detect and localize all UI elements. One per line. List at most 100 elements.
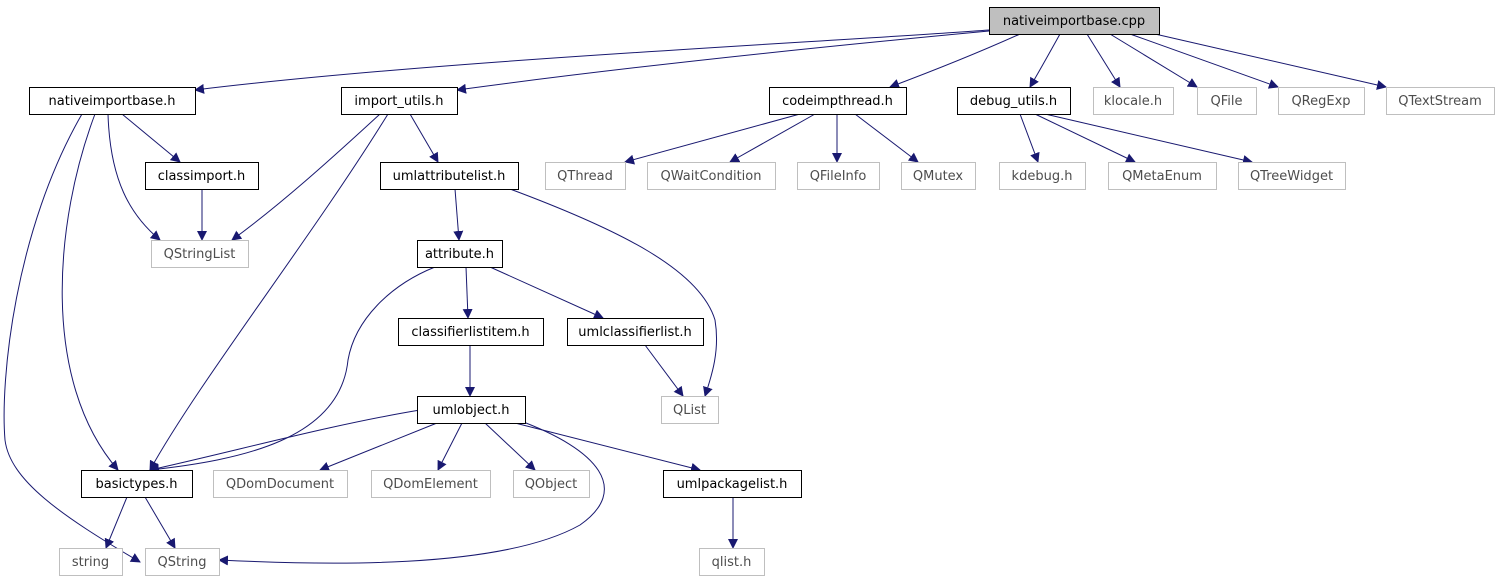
node-ual[interactable]: umlattributelist.h (380, 162, 519, 190)
node-label: basictypes.h (96, 477, 178, 492)
node-label: import_utils.h (354, 94, 443, 109)
node-qdd[interactable]: QDomDocument (213, 470, 348, 498)
node-box (545, 162, 626, 190)
node-label: umlobject.h (433, 403, 510, 418)
node-box (380, 162, 519, 190)
edge-iu-to-ual (409, 113, 439, 163)
node-qsl[interactable]: QStringList (151, 240, 249, 268)
node-qobj[interactable]: QObject (513, 470, 590, 498)
node-qfile[interactable]: QFile (1197, 87, 1257, 115)
node-box (151, 240, 249, 268)
edge-bt-to-qstring (144, 496, 176, 549)
node-iu[interactable]: import_utils.h (341, 87, 458, 115)
node-label: QDomElement (383, 477, 478, 492)
node-cit[interactable]: codeimpthread.h (769, 87, 907, 115)
node-kdebug[interactable]: kdebug.h (999, 162, 1086, 190)
node-bt[interactable]: basictypes.h (81, 470, 193, 498)
edge-uo-to-bt (149, 409, 421, 473)
edge-ucl-to-qlist (644, 344, 684, 397)
node-qre[interactable]: QRegExp (1278, 87, 1365, 115)
edge-root-to-iu (456, 30, 990, 94)
edge-nib-to-ci (121, 113, 181, 163)
node-box (769, 87, 907, 115)
node-label: classifierlistitem.h (411, 325, 529, 340)
node-box (661, 396, 719, 424)
node-qtw[interactable]: QTreeWidget (1238, 162, 1346, 190)
node-string[interactable]: string (59, 548, 123, 576)
node-label: QTextStream (1398, 94, 1482, 109)
node-qts[interactable]: QTextStream (1386, 87, 1495, 115)
node-qthread[interactable]: QThread (545, 162, 626, 190)
node-label: QString (157, 555, 206, 570)
node-box (59, 548, 123, 576)
node-label: umlattributelist.h (393, 169, 506, 184)
node-box (1278, 87, 1365, 115)
node-qlist[interactable]: QList (661, 396, 719, 424)
edge-nib-to-qsl (107, 113, 161, 241)
edge-ual-to-qlist (509, 188, 718, 397)
node-label: QMetaEnum (1122, 169, 1202, 184)
node-root[interactable]: nativeimportbase.cpp (989, 7, 1160, 35)
node-label: string (72, 555, 109, 570)
node-ucl[interactable]: umlclassifierlist.h (567, 318, 704, 346)
node-label: QRegExp (1291, 94, 1350, 109)
node-box (398, 318, 544, 346)
edge-iu-to-bt (149, 113, 389, 471)
node-label: kdebug.h (1012, 169, 1073, 184)
node-label: codeimpthread.h (782, 94, 893, 109)
edge-layer (3, 29, 1387, 566)
node-box (513, 470, 590, 498)
node-label: classimport.h (158, 169, 246, 184)
node-box (29, 87, 196, 115)
edge-root-to-kl (1086, 33, 1121, 88)
edge-cit-to-qthread (624, 113, 801, 165)
node-layer: nativeimportbase.cpp nativeimportbase.h im… (29, 7, 1495, 576)
node-label: QList (673, 403, 706, 418)
node-label: QFile (1211, 94, 1243, 109)
node-qlisth[interactable]: qlist.h (699, 548, 765, 576)
node-box (663, 470, 802, 498)
node-qstring[interactable]: QString (145, 548, 220, 576)
node-box (989, 7, 1160, 35)
node-qfi[interactable]: QFileInfo (797, 162, 880, 190)
node-label: qlist.h (712, 555, 752, 570)
node-ci[interactable]: classimport.h (145, 162, 259, 190)
node-label: umlpackagelist.h (677, 477, 788, 492)
edge-du-to-qme (1034, 113, 1136, 163)
node-label: nativeimportbase.cpp (1003, 14, 1145, 29)
node-box (567, 318, 704, 346)
node-box (1238, 162, 1346, 190)
edge-nib-to-bt (61, 113, 119, 471)
edge-root-to-qre (1129, 33, 1279, 89)
edge-du-to-qtw (1044, 113, 1253, 165)
node-qmutex[interactable]: QMutex (901, 162, 976, 190)
node-box (699, 548, 765, 576)
node-qwc[interactable]: QWaitCondition (647, 162, 776, 190)
node-qde[interactable]: QDomElement (371, 470, 491, 498)
node-uo[interactable]: umlobject.h (417, 396, 526, 424)
node-label: QStringList (164, 247, 236, 262)
node-kl[interactable]: klocale.h (1093, 87, 1174, 115)
node-label: QWaitCondition (661, 169, 762, 184)
node-upl[interactable]: umlpackagelist.h (663, 470, 802, 498)
node-label: QFileInfo (810, 169, 867, 184)
node-qme[interactable]: QMetaEnum (1108, 162, 1217, 190)
edge-root-to-qfile (1109, 33, 1198, 88)
node-attr[interactable]: attribute.h (417, 240, 503, 268)
node-nib[interactable]: nativeimportbase.h (29, 87, 196, 115)
edge-uo-to-qobj (484, 422, 536, 471)
node-cli[interactable]: classifierlistitem.h (398, 318, 544, 346)
node-label: umlclassifierlist.h (578, 325, 691, 340)
edge-cit-to-qwc (729, 113, 816, 163)
node-box (901, 162, 976, 190)
node-box (647, 162, 776, 190)
node-label: QObject (525, 477, 578, 492)
node-box (213, 470, 348, 498)
node-label: QMutex (913, 169, 964, 184)
node-du[interactable]: debug_utils.h (957, 87, 1071, 115)
node-box (145, 548, 220, 576)
node-label: nativeimportbase.h (49, 94, 176, 109)
node-box (1093, 87, 1174, 115)
